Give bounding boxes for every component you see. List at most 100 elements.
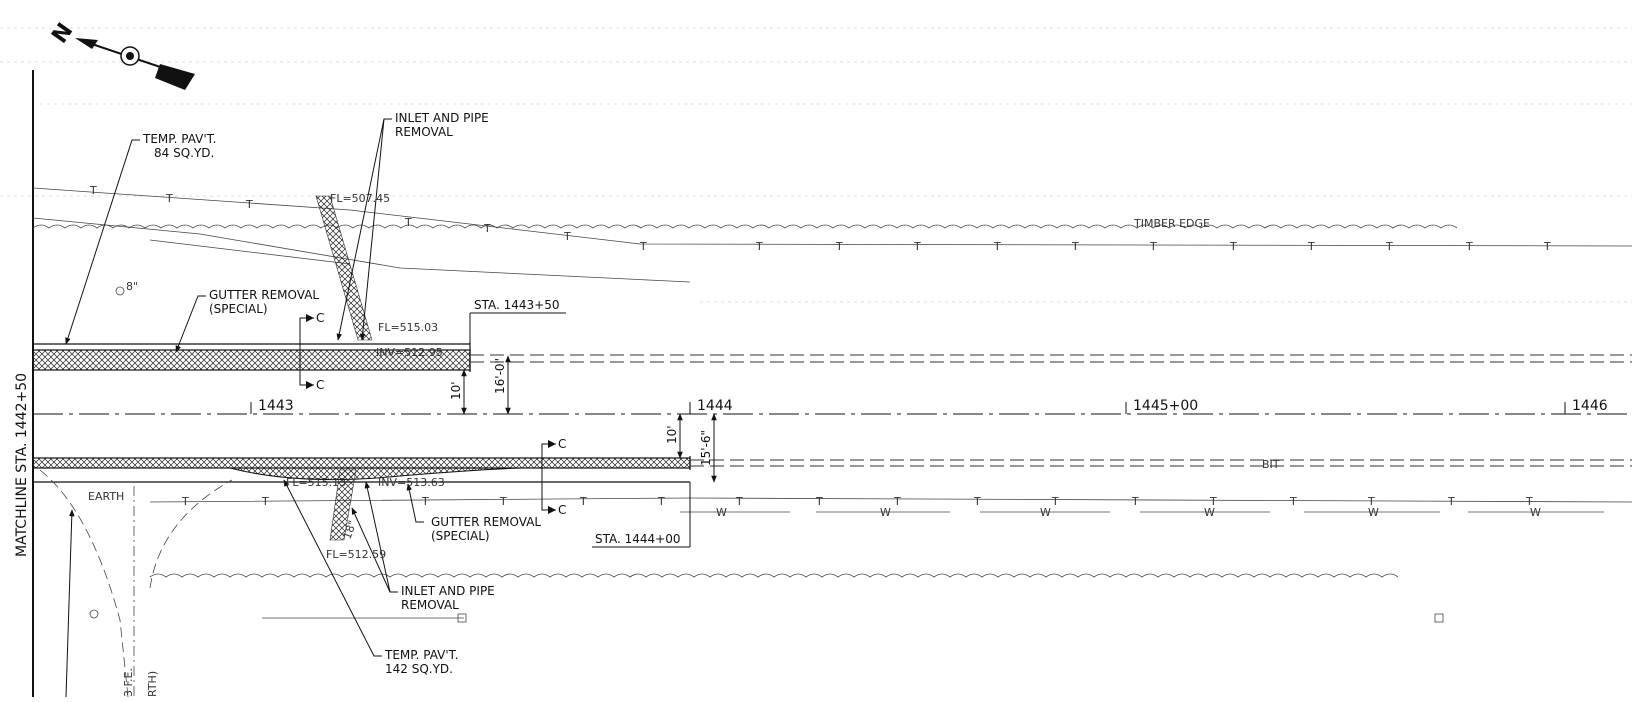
svg-text:T: T [579,495,587,508]
inv-513-63: INV=513.63 [378,476,445,489]
inlet-hatch-south [329,469,357,541]
svg-text:W: W [716,506,727,519]
temp-pav-north-line2: 84 SQ.YD. [154,146,214,160]
svg-text:T: T [421,495,429,508]
side-road [39,469,1444,698]
svg-text:T: T [735,495,743,508]
sta-1444-00-marker: STA. 1444+00 [592,482,691,548]
section-c-south-top: C [558,437,566,451]
svg-text:T: T [639,240,647,253]
sta-1443-50-label: STA. 1443+50 [474,298,560,312]
inlet-north-line1: INLET AND PIPE [395,111,489,125]
pipe-18in: 18" [341,519,360,541]
fl-507-45: FL=507.45 [330,192,390,205]
timber-edge-label: TIMBER EDGE [1133,217,1210,230]
svg-text:T: T [1465,240,1473,253]
pipe-8in: 8" [126,280,138,293]
svg-text:T: T [89,184,97,197]
north-pavement [32,342,1632,372]
temp-pav-south-line1: TEMP. PAV'T. [384,648,458,662]
svg-text:W: W [1530,506,1541,519]
svg-text:W: W [1204,506,1215,519]
sta-1443-50-marker: STA. 1443+50 [469,298,566,344]
svg-text:T: T [1289,495,1297,508]
svg-text:T: T [1131,495,1139,508]
svg-text:T: T [1307,240,1315,253]
svg-text:T: T [404,216,412,229]
inlet-south-line2: REMOVAL [401,598,459,612]
svg-text:T: T [913,240,921,253]
svg-text:T: T [261,495,269,508]
ditch-flowline [32,217,691,283]
svg-text:W: W [880,506,891,519]
svg-text:T: T [563,230,571,243]
dimension-south: 10' 15'-6" [665,413,717,483]
inlet-north-line2: REMOVAL [395,125,453,139]
svg-text:T: T [1051,495,1059,508]
leaders-north [65,118,392,353]
bit-label: BIT [1262,458,1280,471]
dim-16-0: 16'-0" [493,358,507,394]
timber-edge-north [32,224,1458,229]
svg-text:T: T [1385,240,1393,253]
dim-10-north: 10' [449,381,463,400]
leaders-south [65,479,424,698]
station-1446: 1446 [1572,398,1608,414]
svg-text:T: T [835,240,843,253]
svg-text:T: T [1149,240,1157,253]
svg-text:T: T [993,240,1001,253]
gutter-south-line1: GUTTER REMOVAL [431,515,541,529]
gutter-north-line1: GUTTER REMOVAL [209,288,319,302]
dim-10-south: 10' [665,425,679,444]
svg-text:T: T [1447,495,1455,508]
background-lines [0,27,1632,303]
matchline: MATCHLINE STA. 1442+50 [14,70,34,697]
gutter-south-line2: (SPECIAL) [431,529,490,543]
earth-label: EARTH [88,490,124,503]
temp-pav-south-line2: 142 SQ.YD. [385,662,453,676]
south-pavement: BIT [32,456,1632,483]
station-1444: 1444 [697,398,733,414]
svg-text:T: T [1525,495,1533,508]
svg-text:T: T [1367,495,1375,508]
svg-text:T: T [1071,240,1079,253]
timber-edge-south [149,573,1399,578]
utility-lines-south: T T T T T T T T T T T T T T T T T W W W … [149,495,1632,519]
dimension-north: 10' 16'-0" [449,355,511,415]
matchline-label: MATCHLINE STA. 1442+50 [14,373,30,557]
svg-text:T: T [1229,240,1237,253]
centerline: 1443 1444 1445+00 1446 [33,398,1632,415]
north-arrow-icon: N [47,19,195,90]
inlet-south-line1: INLET AND PIPE [401,584,495,598]
inv-512-95: INV=512.95 [376,346,443,359]
dim-15-6: 15'-6" [699,430,713,466]
section-cut-north: C C [299,311,324,392]
sta-1444-00-label: STA. 1444+00 [595,532,681,546]
svg-text:T: T [893,495,901,508]
inlet-hatch-north [315,195,373,341]
svg-text:T: T [815,495,823,508]
svg-text:T: T [165,192,173,205]
svg-text:W: W [1040,506,1051,519]
station-1443: 1443 [258,398,294,414]
svg-text:T: T [755,240,763,253]
svg-text:T: T [181,495,189,508]
section-cut-south: C C [541,437,566,517]
fe-label: 3 F.E. [122,668,135,697]
svg-text:W: W [1368,506,1379,519]
earth-vertical-label: RTH) [146,671,159,697]
section-c-north-bottom: C [316,378,324,392]
fl-515-03: FL=515.03 [378,321,438,334]
svg-text:T: T [1543,240,1551,253]
gutter-north-line2: (SPECIAL) [209,302,268,316]
svg-text:T: T [483,222,491,235]
svg-text:T: T [245,198,253,211]
telephone-line-north: T T T T T T T T T T T T T T T T T T [32,184,1632,253]
temp-pav-north-line1: TEMP. PAV'T. [142,132,216,146]
svg-text:T: T [973,495,981,508]
section-c-south-bottom: C [558,503,566,517]
fl-512-59: FL=512.59 [326,548,386,561]
svg-text:T: T [1209,495,1217,508]
